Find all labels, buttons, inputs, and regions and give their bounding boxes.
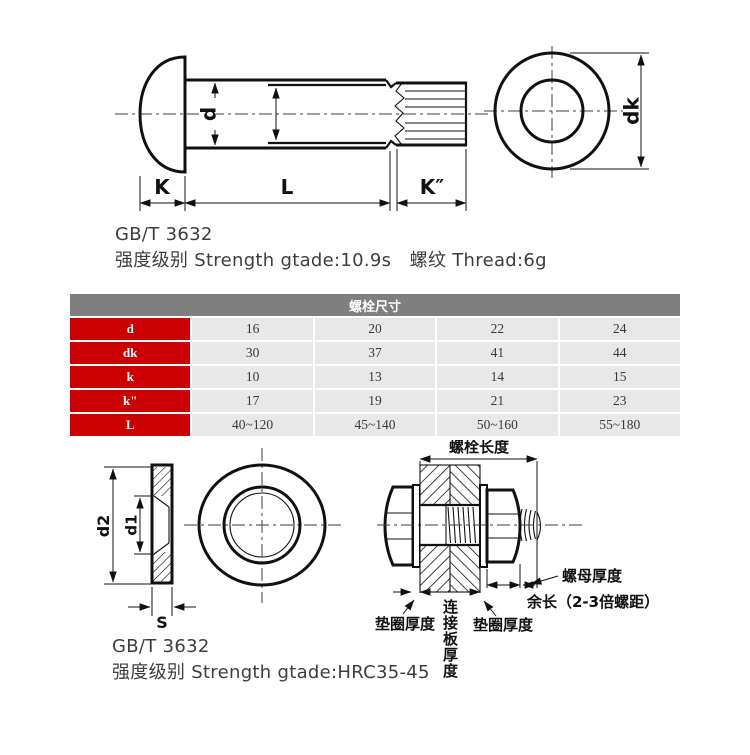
left-washer [412,484,421,568]
plate-thickness-label: 连接板厚度 [441,599,459,679]
dim-label-d: d [197,107,221,121]
value-cell: 45~140 [314,414,436,436]
head-outer-circle [493,51,611,171]
dim-label-K: K [154,175,171,199]
dim-label-d1: d1 [123,514,141,535]
table-header-row: 螺栓尺寸 [70,294,680,316]
row-label-cell: k [70,366,191,388]
bolt-assembly-view: 螺栓长度 螺母厚度 余长（2-3倍螺距） 垫圈厚度 垫圈厚度 [375,440,659,634]
spec-block-top: GB/T 3632 强度级别 Strength gtade:10.9s 螺纹 T… [115,222,547,274]
bolt-shank [185,78,386,150]
row-label-cell: L [70,414,191,436]
bolt-head-front-view: dk [484,46,649,178]
row-label-cell: d [70,318,191,340]
break-neck-groove [385,79,397,149]
bolt-length-label: 螺栓长度 [449,440,510,456]
value-cell: 17 [192,390,313,412]
dim-label-K2: K″ [420,175,444,199]
value-cell: 30 [192,342,313,364]
dim-dk: dk [570,52,649,170]
value-cell: 20 [314,318,436,340]
bottom-dimensions: K L K″ [139,149,467,211]
value-cell: 55~180 [559,414,680,436]
hex-nut-side [485,488,522,564]
bolt-round-head [138,55,187,174]
spline-end-section [394,81,468,147]
value-cell: 15 [559,366,680,388]
value-cell: 23 [559,390,680,412]
table-row: L 40~120 45~140 50~160 55~180 [70,414,680,436]
bolt-side-view: d K L K″ [115,55,492,211]
value-cell: 16 [192,318,313,340]
washer-and-assembly-drawing: d2 d1 S [94,440,659,634]
dim-label-L: L [281,175,294,199]
table-row: d 16 20 22 24 [70,318,680,340]
value-cell: 13 [314,366,436,388]
value-cell: 24 [559,318,680,340]
value-cell: 40~120 [192,414,313,436]
bolt-side-and-front-view-drawing: d K L K″ dk [115,46,649,211]
table-title: 螺栓尺寸 [70,294,680,316]
dim-label-S: S [156,613,168,632]
washer-chamfer-circle [229,492,295,558]
washer-cross-section: d2 d1 S [94,463,196,632]
standard-number: GB/T 3632 [115,224,213,245]
value-cell: 50~160 [437,414,558,436]
value-cell: 10 [192,366,313,388]
washer-thickness-left-label: 垫圈厚度 [375,615,436,633]
value-cell: 37 [314,342,436,364]
standard-number: GB/T 3632 [112,636,210,657]
dim-bolt-length: 螺栓长度 [419,440,538,593]
washer-hatch-bottom [153,552,171,582]
bolt-size-table: 螺栓尺寸 d 16 20 22 24 dk 30 37 41 44 k 10 1… [68,292,682,438]
table-row: k 10 13 14 15 [70,366,680,388]
dim-d: d [197,82,221,146]
bolt-head-side [383,485,415,567]
value-cell: 44 [559,342,680,364]
dim-S: S [128,587,196,632]
dim-label-dk: dk [620,96,644,124]
surplus-length-label: 余长（2-3倍螺距） [526,593,659,611]
spec-block-bottom: GB/T 3632 强度级别 Strength gtade:HRC35-45 [112,634,430,686]
row-label-cell: dk [70,342,191,364]
washer-front-view [184,448,341,603]
washer-thickness-right-label: 垫圈厚度 [473,616,534,634]
value-cell: 41 [437,342,558,364]
bolt-size-table-wrap: 螺栓尺寸 d 16 20 22 24 dk 30 37 41 44 k 10 1… [68,292,682,438]
value-cell: 14 [437,366,558,388]
strength-grade-line: 强度级别 Strength gtade:HRC35-45 [112,662,430,684]
head-inner-circle [519,78,585,144]
value-cell: 21 [437,390,558,412]
washer-outer-circle [197,463,327,587]
table-row: k" 17 19 21 23 [70,390,680,412]
value-cell: 19 [314,390,436,412]
washer-hatch-top [153,467,171,496]
nut-thickness-label: 螺母厚度 [562,567,623,585]
value-cell: 22 [437,318,558,340]
dim-label-d2: d2 [94,515,113,538]
strength-grade-line: 强度级别 Strength gtade:10.9s 螺纹 Thread:6g [115,250,547,272]
table-row: dk 30 37 41 44 [70,342,680,364]
assembly-labels: 螺母厚度 余长（2-3倍螺距） 垫圈厚度 垫圈厚度 [375,567,659,634]
bottom-dimensions [393,564,536,596]
row-label-cell: k" [70,390,191,412]
washer-hole-circle [222,485,302,565]
